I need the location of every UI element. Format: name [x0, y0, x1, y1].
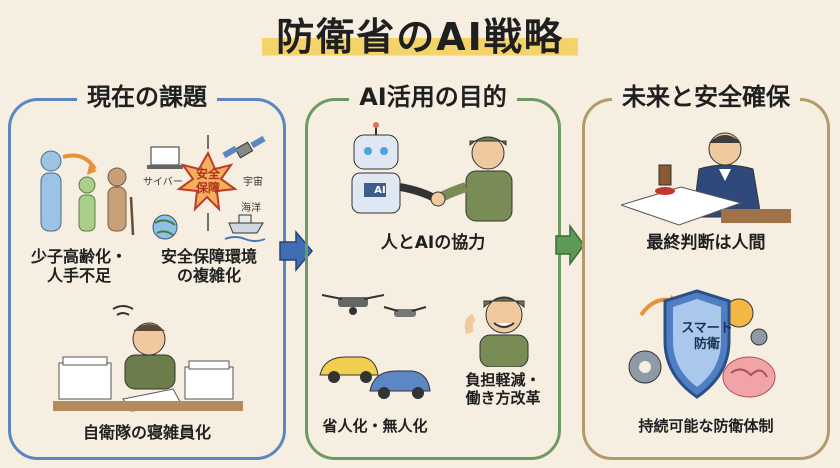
label-sustainable-defense: 持続可能な防衛体制 — [638, 417, 774, 435]
domain-sea-label: 海洋 — [241, 203, 261, 214]
overworked-soldier-illustration — [53, 303, 243, 413]
panel-heading-wrap: 現在の課題 — [11, 77, 283, 112]
official-stamping-illustration — [621, 121, 791, 231]
robot-ai-badge: AI — [374, 185, 386, 196]
smart-defense-shield-illustration — [621, 285, 791, 405]
label-security-complexity: 安全保障環境 の複雑化 — [160, 247, 257, 286]
panel-heading-current-issues: 現在の課題 — [77, 77, 217, 112]
panel-heading-future-security: 未来と安全確保 — [612, 77, 800, 112]
page-title: 防衛省のAI戦略 — [262, 6, 578, 61]
security-burst-text: 安全 保障 — [195, 167, 220, 196]
security-burst-illustration — [143, 131, 273, 251]
arrow-right-1-icon — [278, 228, 314, 274]
panel-heading-ai-purpose: AI活用の目的 — [349, 77, 517, 112]
happy-soldier-illustration — [458, 287, 548, 367]
label-unmanned: 省人化・無人化 — [322, 417, 428, 435]
label-burden-reduction: 負担軽減・ 働き方改革 — [465, 371, 541, 407]
smart-defense-shield-text: スマート 防衛 — [681, 321, 733, 353]
label-personnel-burden: 自衛隊の寝雑員化 — [82, 423, 211, 442]
panel-heading-wrap: AI活用の目的 — [308, 77, 558, 112]
label-aging-shortage: 少子高齢化・ 人手不足 — [30, 247, 127, 286]
panel-heading-wrap: 未来と安全確保 — [585, 77, 827, 112]
domain-space-label: 宇宙 — [243, 177, 263, 188]
panel-ai-purpose: AI活用の目的 AI 人とAIの協力 — [305, 77, 561, 460]
panel-future-security: 未来と安全確保 最終判断は人間 スマート 防衛 持続可能な防 — [582, 77, 830, 460]
label-final-human-decision: 最終判断は人間 — [646, 233, 766, 253]
arrow-right-2-icon — [554, 222, 586, 268]
domain-cyber-label: サイバー — [143, 177, 183, 188]
drones-vehicles-illustration — [316, 287, 436, 407]
aging-population-illustration — [29, 147, 139, 247]
panel-current-issues: 現在の課題 — [8, 77, 286, 460]
title-wrap: 防衛省のAI戦略 — [0, 6, 840, 61]
robot-soldier-handshake-illustration — [336, 121, 536, 231]
label-human-ai-collab: 人とAIの協力 — [380, 233, 486, 253]
